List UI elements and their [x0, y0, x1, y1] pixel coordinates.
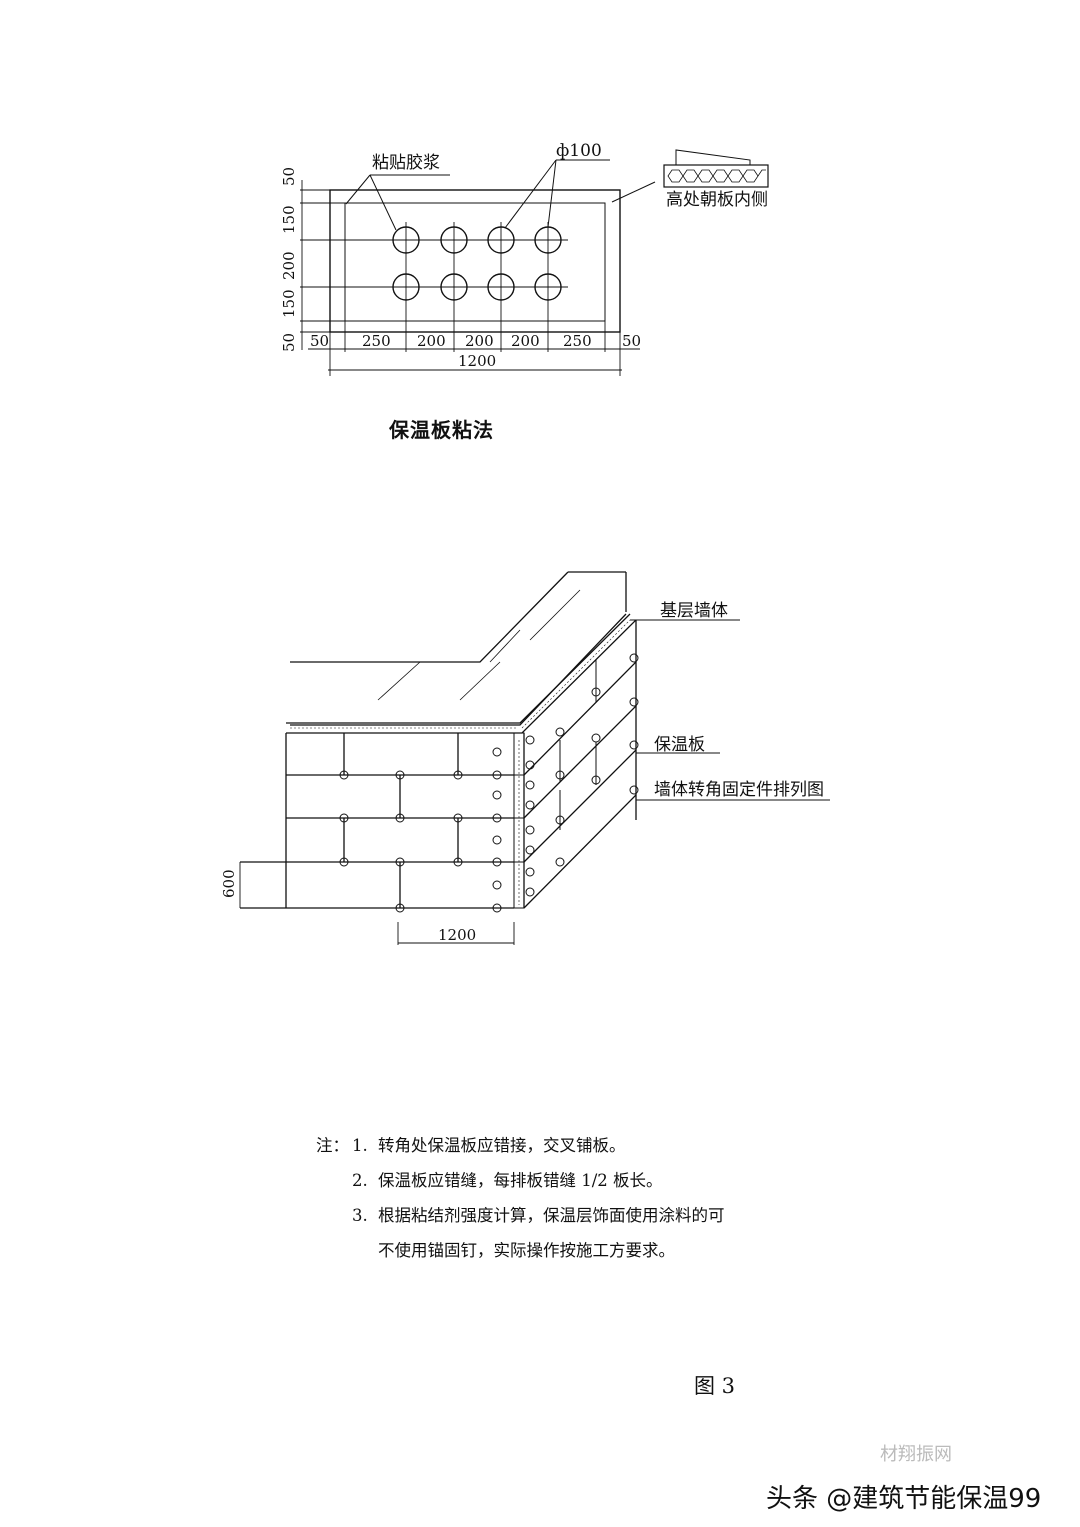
notes-prefix: 注：	[316, 1136, 349, 1155]
note-number	[352, 1233, 378, 1268]
note-text: 保温板应错缝，每排板错缝 1/2 板长。	[378, 1171, 663, 1190]
dim-width-1200: 1200	[438, 926, 476, 944]
label-adhesive: 粘贴胶浆	[372, 153, 440, 173]
note-row-1: 注： 1. 转角处保温板应错接，交叉铺板。	[316, 1128, 725, 1163]
note-text: 根据粘结剂强度计算，保温层饰面使用涂料的可	[378, 1206, 725, 1225]
dim-h-3: 200	[417, 332, 446, 350]
note-row-2: 2. 保温板应错缝，每排板错缝 1/2 板长。	[316, 1163, 725, 1198]
dim-v-1: 50	[280, 167, 298, 186]
label-insulation-board: 保温板	[654, 735, 705, 755]
dim-h-4: 200	[465, 332, 494, 350]
dim-v-4: 150	[280, 289, 298, 318]
note-number: 1.	[352, 1136, 368, 1155]
dim-h-7: 50	[622, 332, 641, 350]
dim-h-6: 250	[563, 332, 592, 350]
label-inner-side: 高处朝板内侧	[666, 190, 768, 210]
watermark: 头条 @建筑节能保温99	[766, 1484, 1042, 1514]
note-row-3: 3. 根据粘结剂强度计算，保温层饰面使用涂料的可	[316, 1198, 725, 1233]
label-anchor-layout: 墙体转角固定件排列图	[654, 780, 824, 800]
corner-anchor-diagram: 基层墙体 保温板 墙体转角固定件排列图 600 1200	[220, 571, 830, 945]
notes: 注： 1. 转角处保温板应错接，交叉铺板。 2. 保温板应错缝，每排板错缝 1/…	[316, 1128, 725, 1268]
label-base-wall: 基层墙体	[660, 601, 728, 621]
dim-v-2: 150	[280, 205, 298, 234]
faint-watermark: 材翔振网	[880, 1444, 952, 1465]
dim-height-600: 600	[220, 869, 238, 898]
label-diameter: ф100	[556, 141, 602, 161]
dim-h-2: 250	[362, 332, 391, 350]
note-text: 不使用锚固钉，实际操作按施工方要求。	[378, 1241, 675, 1260]
note-text: 转角处保温板应错接，交叉铺板。	[378, 1136, 626, 1155]
note-row-4: 不使用锚固钉，实际操作按施工方要求。	[316, 1233, 725, 1268]
note-number: 3.	[352, 1206, 368, 1225]
dim-total: 1200	[458, 352, 496, 370]
diagram-title-adhesion: 保温板粘法	[389, 418, 494, 442]
note-number: 2.	[352, 1171, 368, 1190]
dim-v-3: 200	[280, 251, 298, 280]
figure-label: 图 3	[694, 1374, 736, 1398]
dim-h-5: 200	[511, 332, 540, 350]
dim-v-5: 50	[280, 333, 298, 352]
adhesion-diagram: 50 150 200 150 50 50 250 200 200 200 250…	[280, 141, 769, 376]
dim-h-1: 50	[310, 332, 329, 350]
